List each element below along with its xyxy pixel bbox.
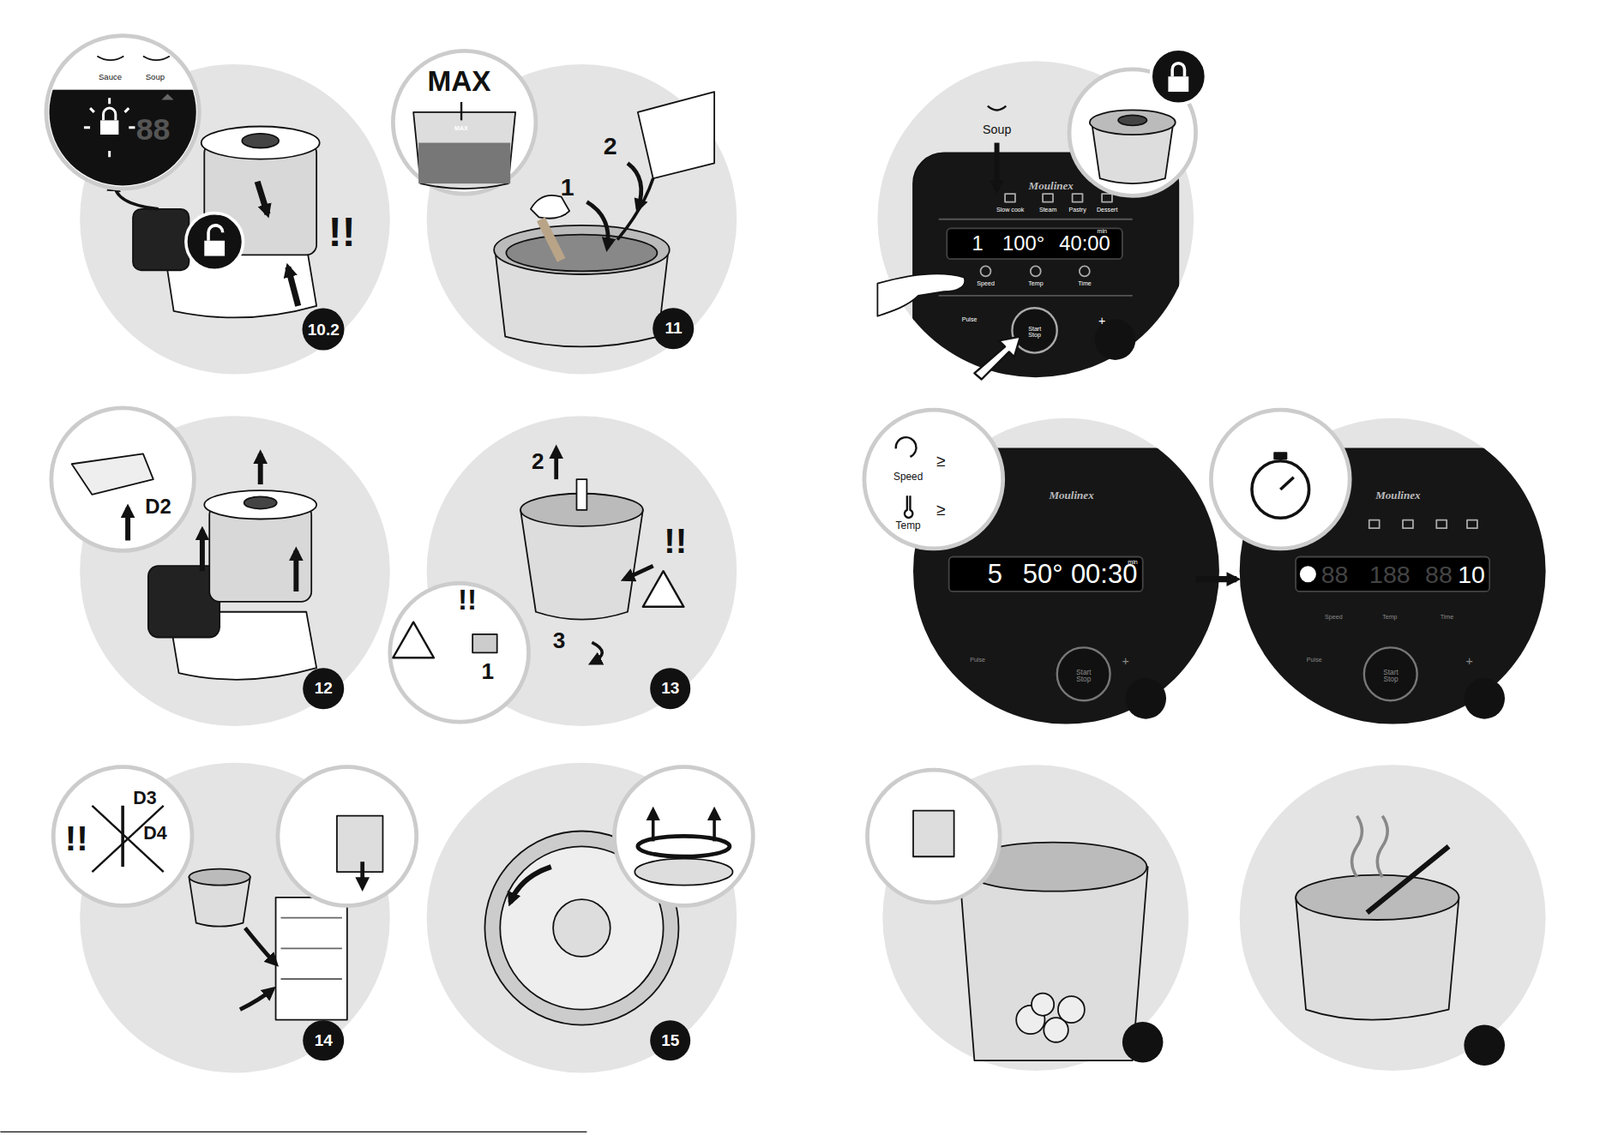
step-badge: 13 — [649, 667, 692, 710]
label: 100° — [1002, 234, 1045, 255]
label: Soup — [982, 123, 1011, 136]
label: !! — [328, 212, 356, 254]
label: Speed — [976, 281, 995, 288]
label: 50° — [1022, 561, 1064, 589]
label: Start Stop — [1376, 667, 1405, 683]
label: 40:00 — [1058, 234, 1111, 255]
label: 88 — [1321, 562, 1349, 588]
label: ≥ — [936, 501, 945, 518]
label: D3 — [132, 789, 157, 808]
label: Moulinex — [1048, 490, 1094, 502]
label: + — [1098, 314, 1106, 327]
label: Moulinex — [1028, 180, 1074, 192]
step-badge: 15 — [649, 1020, 692, 1062]
step-number: 11 — [664, 318, 682, 338]
label: + — [1121, 655, 1129, 668]
label: + — [1466, 655, 1474, 668]
label: Speed — [893, 472, 923, 483]
label: 188 — [1369, 562, 1411, 588]
label: 1 — [481, 660, 495, 683]
step-number: 13 — [661, 679, 680, 698]
label: 1 — [971, 234, 983, 255]
label: 00:30 — [1070, 561, 1137, 589]
label: Start Stop — [1069, 667, 1098, 683]
label: Steam — [1039, 208, 1058, 215]
label: Time — [1440, 615, 1455, 622]
label: 2 — [603, 133, 618, 159]
label: Start Stop — [1022, 326, 1047, 339]
label: 88 — [136, 114, 171, 146]
label: MAX — [427, 67, 492, 97]
label: Temp — [896, 521, 921, 532]
label: !! — [65, 821, 89, 856]
label: Pulse — [1306, 658, 1323, 665]
label: MAX — [454, 126, 469, 133]
step-badge: 14 — [302, 1020, 344, 1062]
label: Dessert — [1096, 208, 1119, 215]
step-badge: 11 — [653, 307, 695, 349]
label: Time — [1077, 281, 1092, 288]
label: 5 — [987, 561, 1003, 589]
label: D4 — [143, 825, 167, 844]
label: !! — [457, 585, 477, 614]
step-number: 15 — [661, 1031, 680, 1051]
label: Slow cook — [996, 208, 1024, 215]
label: Moulinex — [1375, 490, 1420, 502]
label: Sauce — [98, 73, 122, 83]
label: 2 — [531, 450, 545, 473]
label: ≥ — [936, 452, 945, 470]
step-number: 14 — [314, 1031, 333, 1051]
label: Soup — [145, 73, 165, 83]
label: 1 — [560, 174, 575, 199]
label: Temp — [1382, 615, 1397, 622]
label: 3 — [553, 629, 566, 652]
label: Temp — [1028, 281, 1043, 288]
label: Speed — [1324, 615, 1343, 622]
label: 10 — [1457, 562, 1486, 588]
step-number: 10.2 — [307, 319, 340, 339]
label: 88 — [1425, 562, 1453, 588]
label: !! — [663, 523, 687, 558]
label: min — [1097, 229, 1107, 236]
label: D2 — [144, 497, 171, 518]
label: min — [1127, 559, 1137, 566]
step-badge: 12 — [302, 667, 344, 710]
step-number: 12 — [314, 679, 333, 698]
step-badge: 10.2 — [302, 308, 345, 351]
label: Pastry — [1069, 208, 1087, 215]
label: Pulse — [962, 317, 978, 324]
label: Pulse — [969, 658, 986, 665]
